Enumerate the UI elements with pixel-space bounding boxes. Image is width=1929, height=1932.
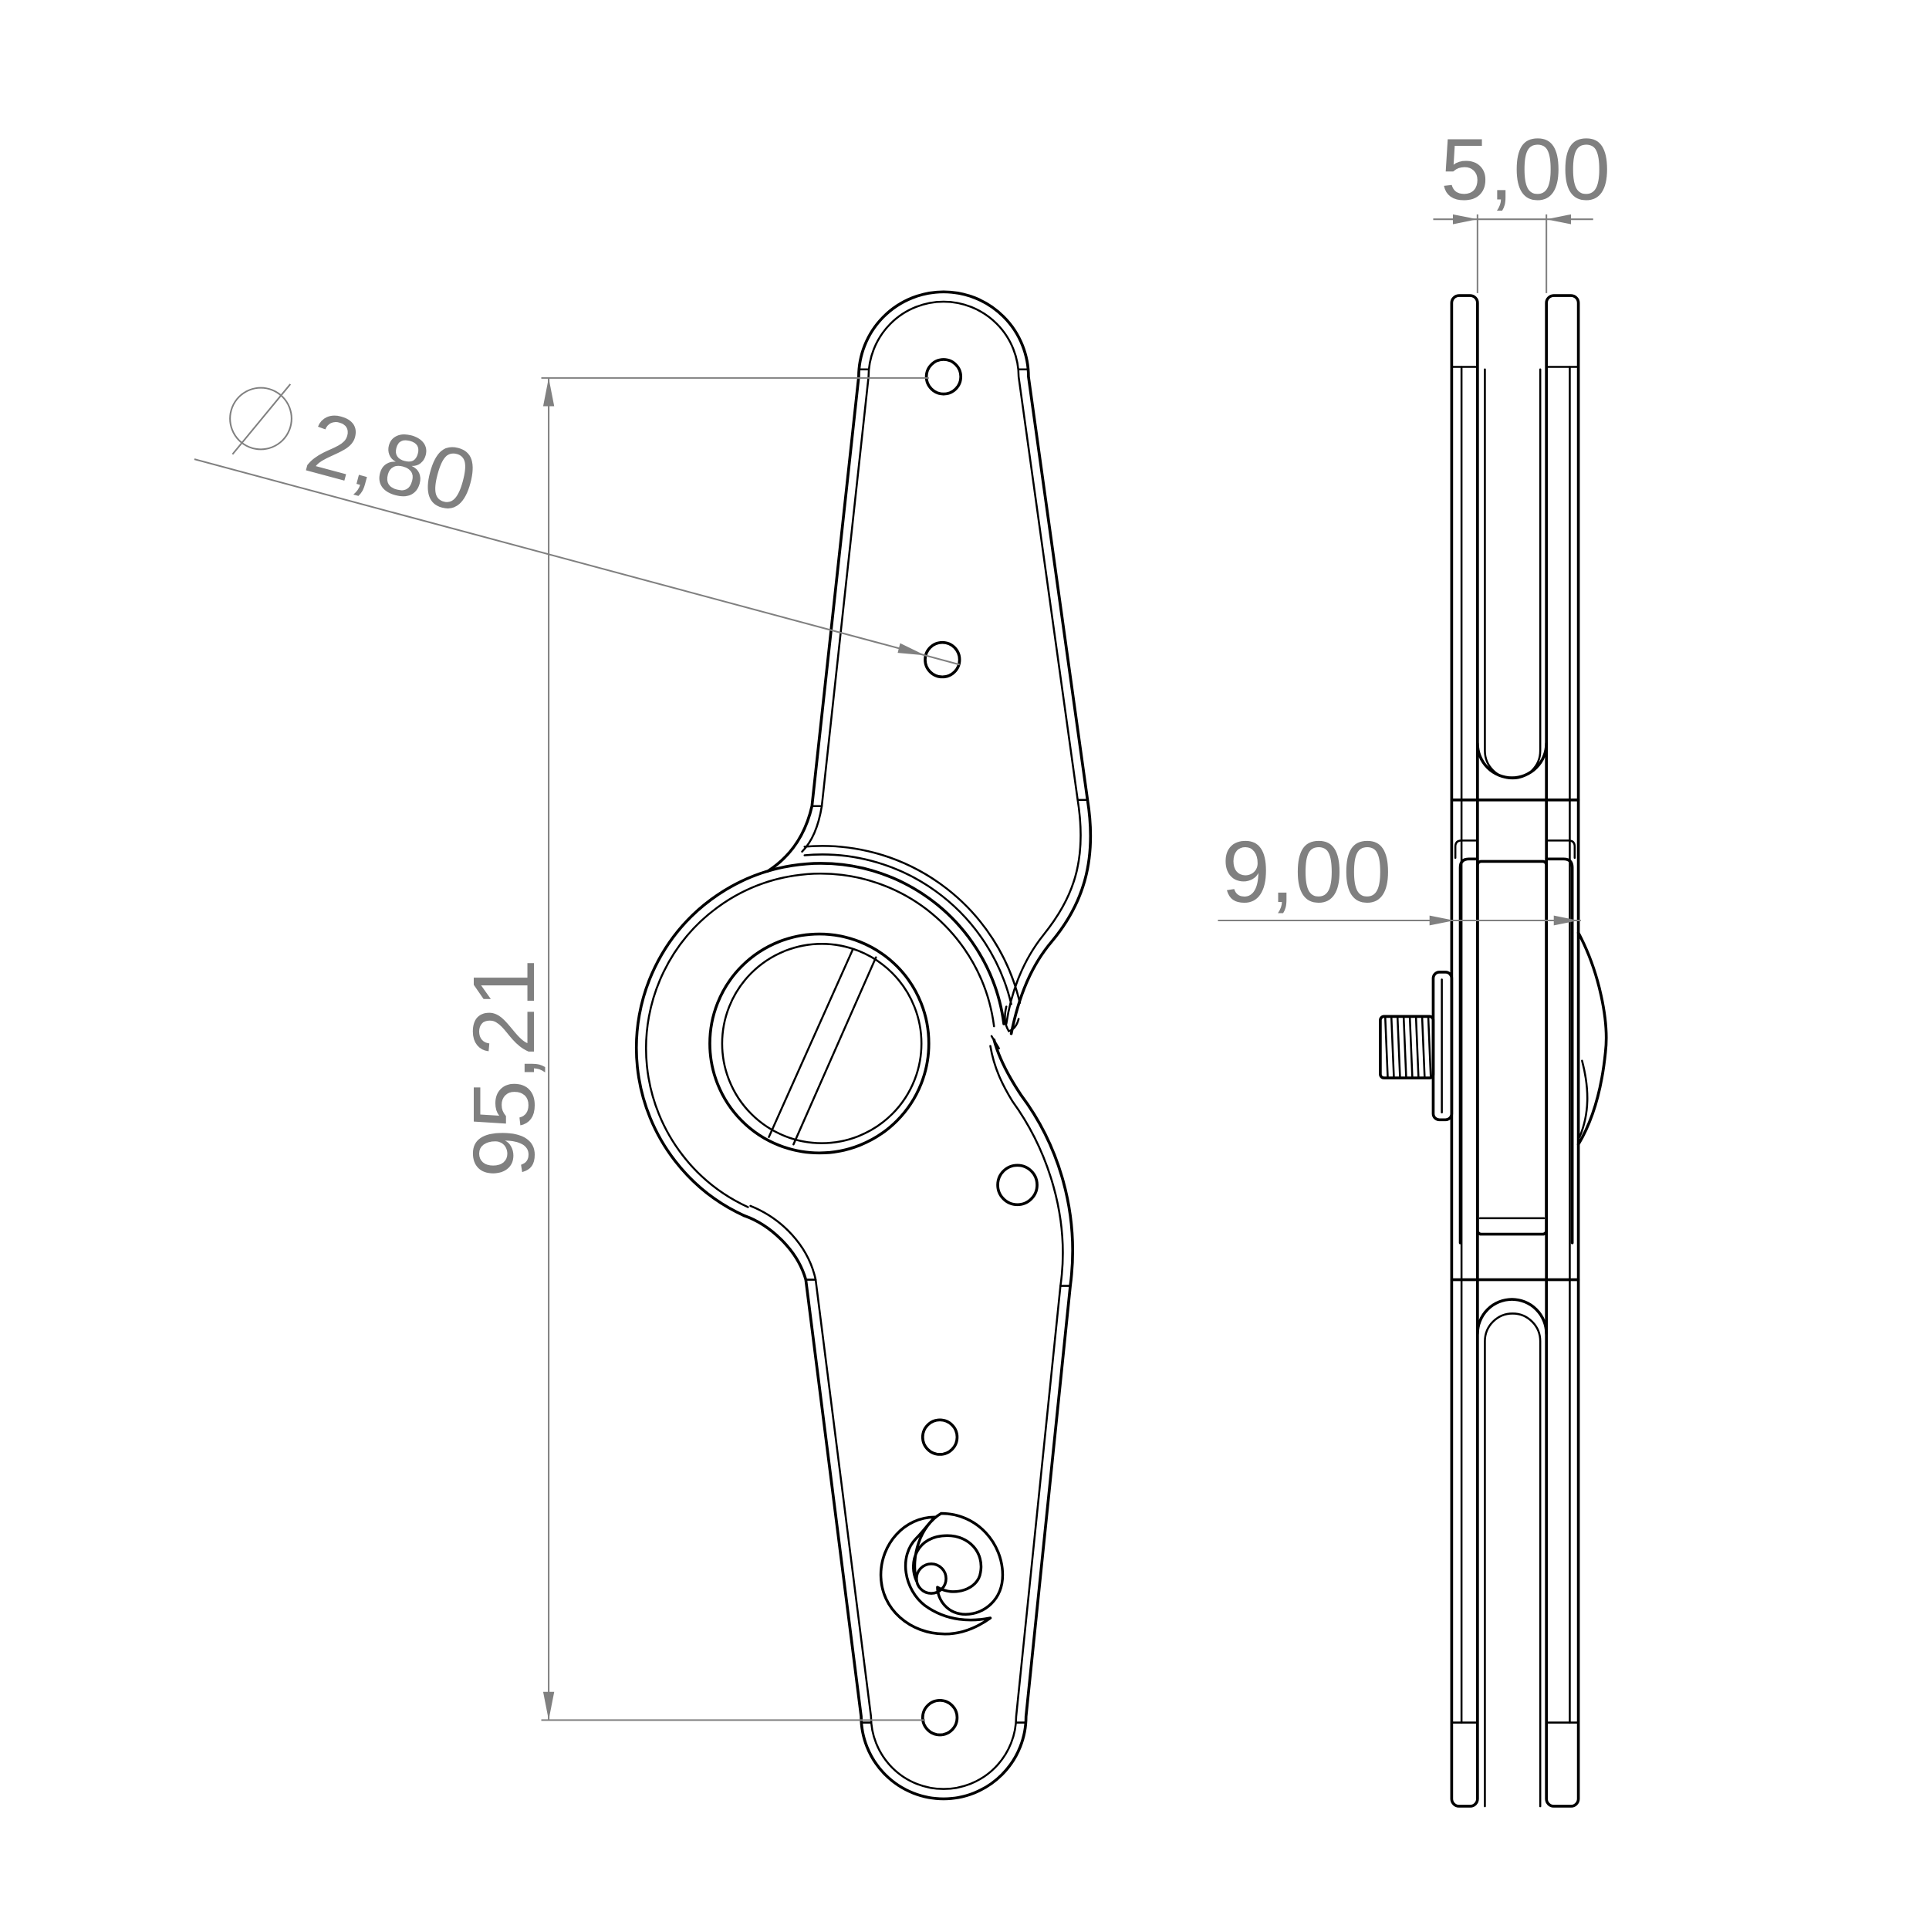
arrowhead <box>1429 915 1454 926</box>
arrowhead <box>542 1691 555 1721</box>
ring-side-bulge-inner <box>1578 1059 1589 1138</box>
side-view <box>1379 294 1608 1808</box>
leader-line <box>194 458 960 666</box>
lower-slot-inner <box>1484 1312 1542 1808</box>
swirl-logo-icon <box>879 1511 1005 1636</box>
mounting-hole <box>921 1418 959 1456</box>
arrowhead <box>1452 214 1478 225</box>
upper-arm-ring-seat-inner <box>803 853 1012 1005</box>
left-plate <box>1450 294 1479 1808</box>
arrowhead <box>1546 214 1572 225</box>
diameter-symbol-slash <box>231 383 292 455</box>
pulley-block-right <box>1545 857 1574 1245</box>
dimension-overall-thickness: 9,00 <box>1218 823 1581 926</box>
left-notch <box>1454 839 1479 859</box>
central-hole-inner-edge <box>721 943 923 1144</box>
upper-slot-inner <box>1484 368 1542 780</box>
lower-arm-outline <box>742 1038 1074 1801</box>
tangent-edge-ticks <box>805 368 1089 1724</box>
lower-arm-inner-edge <box>749 1045 1064 1790</box>
ring-inner-edge <box>644 873 995 1208</box>
swirl-logo-outer <box>879 1515 992 1636</box>
dimension-label-length: 95,21 <box>455 959 552 1177</box>
mounting-hole <box>924 640 961 679</box>
screw-thread <box>1384 1016 1432 1078</box>
arrowhead <box>542 377 555 407</box>
dimension-slot-width: 5,00 <box>1433 121 1610 293</box>
mounting-hole <box>996 1164 1039 1207</box>
pulley-block-core <box>1476 860 1548 1236</box>
swirl-logo-center <box>915 1562 948 1595</box>
dimension-overall-length: 95,21 <box>455 377 929 1721</box>
front-view <box>634 290 1093 1801</box>
mounting-hole <box>924 358 963 396</box>
lower-slot-outer <box>1476 1298 1548 1336</box>
dimension-label-thickness: 9,00 <box>1221 823 1391 920</box>
screw-stud <box>1379 1015 1435 1079</box>
dimension-hole-diameter: 2,80 <box>194 383 960 666</box>
dimension-label-diameter: 2,80 <box>297 393 486 532</box>
right-notch <box>1545 839 1576 859</box>
upper-arm-notch <box>1004 1005 1020 1033</box>
upper-arm-outline <box>766 290 1093 1035</box>
dimension-label-slot-width: 5,00 <box>1441 121 1610 218</box>
diameter-symbol-circle <box>229 387 292 451</box>
arrowhead <box>1553 915 1579 926</box>
screw-slot-line <box>792 956 877 1146</box>
ring-outline <box>634 862 1005 1218</box>
central-hole <box>708 932 931 1155</box>
ring-side-bulge <box>1576 931 1608 1147</box>
upper-arm-ring-seat-outer <box>803 845 1022 1005</box>
screw-slot-line <box>768 948 854 1138</box>
upper-slot-outer <box>1476 741 1548 779</box>
arrowhead <box>897 643 925 656</box>
mounting-hole <box>921 1699 959 1737</box>
diameter-symbol-icon <box>229 383 292 455</box>
pulley-block-left <box>1458 857 1479 1245</box>
upper-arm-inner-edge <box>801 300 1082 1025</box>
plate-tangent-ticks <box>1451 366 1579 1724</box>
